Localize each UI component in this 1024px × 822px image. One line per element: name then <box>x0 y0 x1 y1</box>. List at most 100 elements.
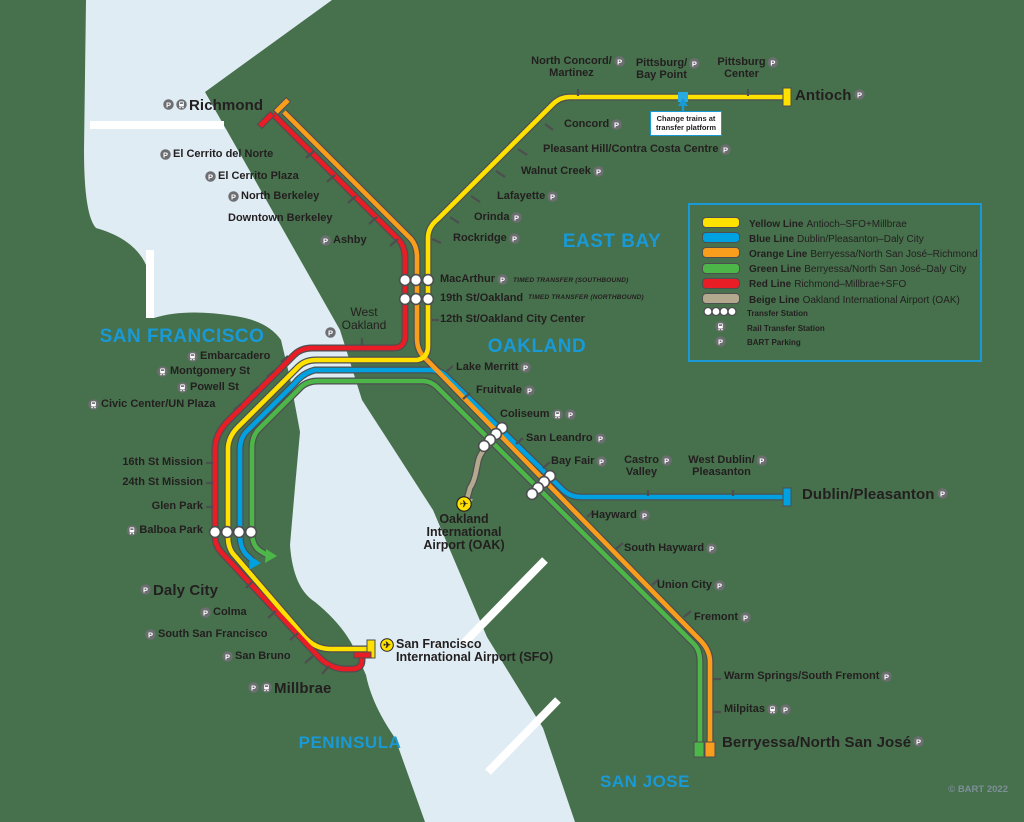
station-name: Millbrae <box>274 680 332 697</box>
station-name: Glen Park <box>151 500 203 512</box>
parking-icon: P <box>611 119 622 134</box>
legend-color-chip <box>702 277 740 289</box>
station-embarcadero: Embarcadero <box>187 350 270 366</box>
svg-text:P: P <box>166 100 171 109</box>
svg-text:✈: ✈ <box>460 499 469 510</box>
svg-text:P: P <box>771 58 776 67</box>
station-name: Daly City <box>153 582 219 599</box>
svg-text:P: P <box>208 172 213 181</box>
station-civic-center-un-plaza: Civic Center/UN Plaza <box>88 398 216 414</box>
station-name: 19th St/Oakland <box>440 292 524 304</box>
parking-icon: P <box>740 612 751 627</box>
rail-transfer-icon <box>767 704 778 719</box>
airport-icon: ✈ <box>456 496 472 517</box>
svg-text:P: P <box>231 192 236 201</box>
parking-icon: P <box>881 671 893 686</box>
station-name: Pittsburg/ Bay Point <box>635 57 688 81</box>
region-label-peninsula: PENINSULA <box>298 733 402 752</box>
station-name: 12th St/Oakland City Center <box>440 313 585 325</box>
transfer-station-icon <box>703 304 737 322</box>
svg-text:P: P <box>527 386 532 395</box>
green-arrow <box>265 549 277 563</box>
svg-text:P: P <box>717 337 722 346</box>
station-name: West Oakland <box>341 305 387 332</box>
legend-line-name: Blue Line <box>749 233 795 245</box>
station-name: Hayward <box>591 509 637 521</box>
rail-transfer-icon <box>187 351 198 366</box>
station-name: West Dublin/ Pleasanton <box>688 454 755 478</box>
station-san-francisco-international-airport-sfo: ✈San Francisco International Airport (SF… <box>380 637 553 664</box>
rail-transfer-icon <box>126 525 138 540</box>
legend-color-chip <box>702 217 740 229</box>
svg-text:P: P <box>723 145 728 154</box>
svg-text:P: P <box>514 213 519 222</box>
rail-transfer-icon <box>177 382 188 397</box>
station-name: El Cerrito del Norte <box>173 148 274 160</box>
station-name: Antioch <box>795 87 852 104</box>
svg-text:P: P <box>323 236 328 245</box>
parking-icon: P <box>614 56 625 71</box>
timed-transfer-note: TIMED TRANSFER (NORTHBOUND) <box>528 294 644 302</box>
bridges <box>90 121 561 775</box>
parking-icon: P <box>497 274 508 289</box>
parking-icon: P <box>593 166 604 181</box>
legend-symbol-transfer-station: Transfer Station <box>702 306 972 321</box>
oakland-airport-icon: ✈ <box>456 496 472 517</box>
legend-color-chip <box>702 262 740 274</box>
station-name: 24th St Mission <box>122 476 203 488</box>
berryessa-green-terminal <box>693 741 705 758</box>
legend-line-name: Yellow Line <box>749 218 804 230</box>
parking-icon: P <box>706 543 717 558</box>
station-name: Bay Fair <box>551 455 595 467</box>
station-name: South San Francisco <box>158 628 268 640</box>
blue-arrow <box>249 556 261 570</box>
region-label-east-bay: EAST BAY <box>562 231 662 252</box>
svg-text:P: P <box>617 57 622 66</box>
svg-text:P: P <box>783 705 788 714</box>
rail-transfer-icon <box>551 409 563 424</box>
station-name: Lafayette <box>497 190 546 202</box>
station-glen-park: Glen Park <box>151 500 203 513</box>
parking-icon: P <box>853 88 865 104</box>
parking-icon: P <box>524 385 535 400</box>
station-name: El Cerrito Plaza <box>218 170 299 182</box>
transfer-callout: Change trains at transfer platform <box>650 111 722 136</box>
station-name: San Leandro <box>526 432 593 444</box>
svg-text:P: P <box>664 456 669 465</box>
parking-icon: P <box>936 487 948 503</box>
parking-icon: P <box>145 629 156 644</box>
parking-icon: P <box>222 651 233 666</box>
airport-icon: ✈ <box>380 638 394 655</box>
legend-line-name: Red Line <box>749 279 792 291</box>
svg-text:P: P <box>568 410 573 419</box>
parking-icon: P <box>160 149 171 164</box>
station-downtown-berkeley: Downtown Berkeley <box>228 212 333 225</box>
rail-transfer-icon <box>157 366 168 381</box>
station-name: Civic Center/UN Plaza <box>101 398 216 410</box>
legend-line-route: Oakland International Airport (OAK) <box>802 294 960 306</box>
station-name: San Bruno <box>235 650 291 662</box>
rail-transfer-icon <box>261 681 272 697</box>
station-name: Milpitas <box>724 703 765 715</box>
svg-text:P: P <box>743 613 748 622</box>
dublin-terminal <box>782 487 792 507</box>
station-ticks <box>206 89 750 714</box>
